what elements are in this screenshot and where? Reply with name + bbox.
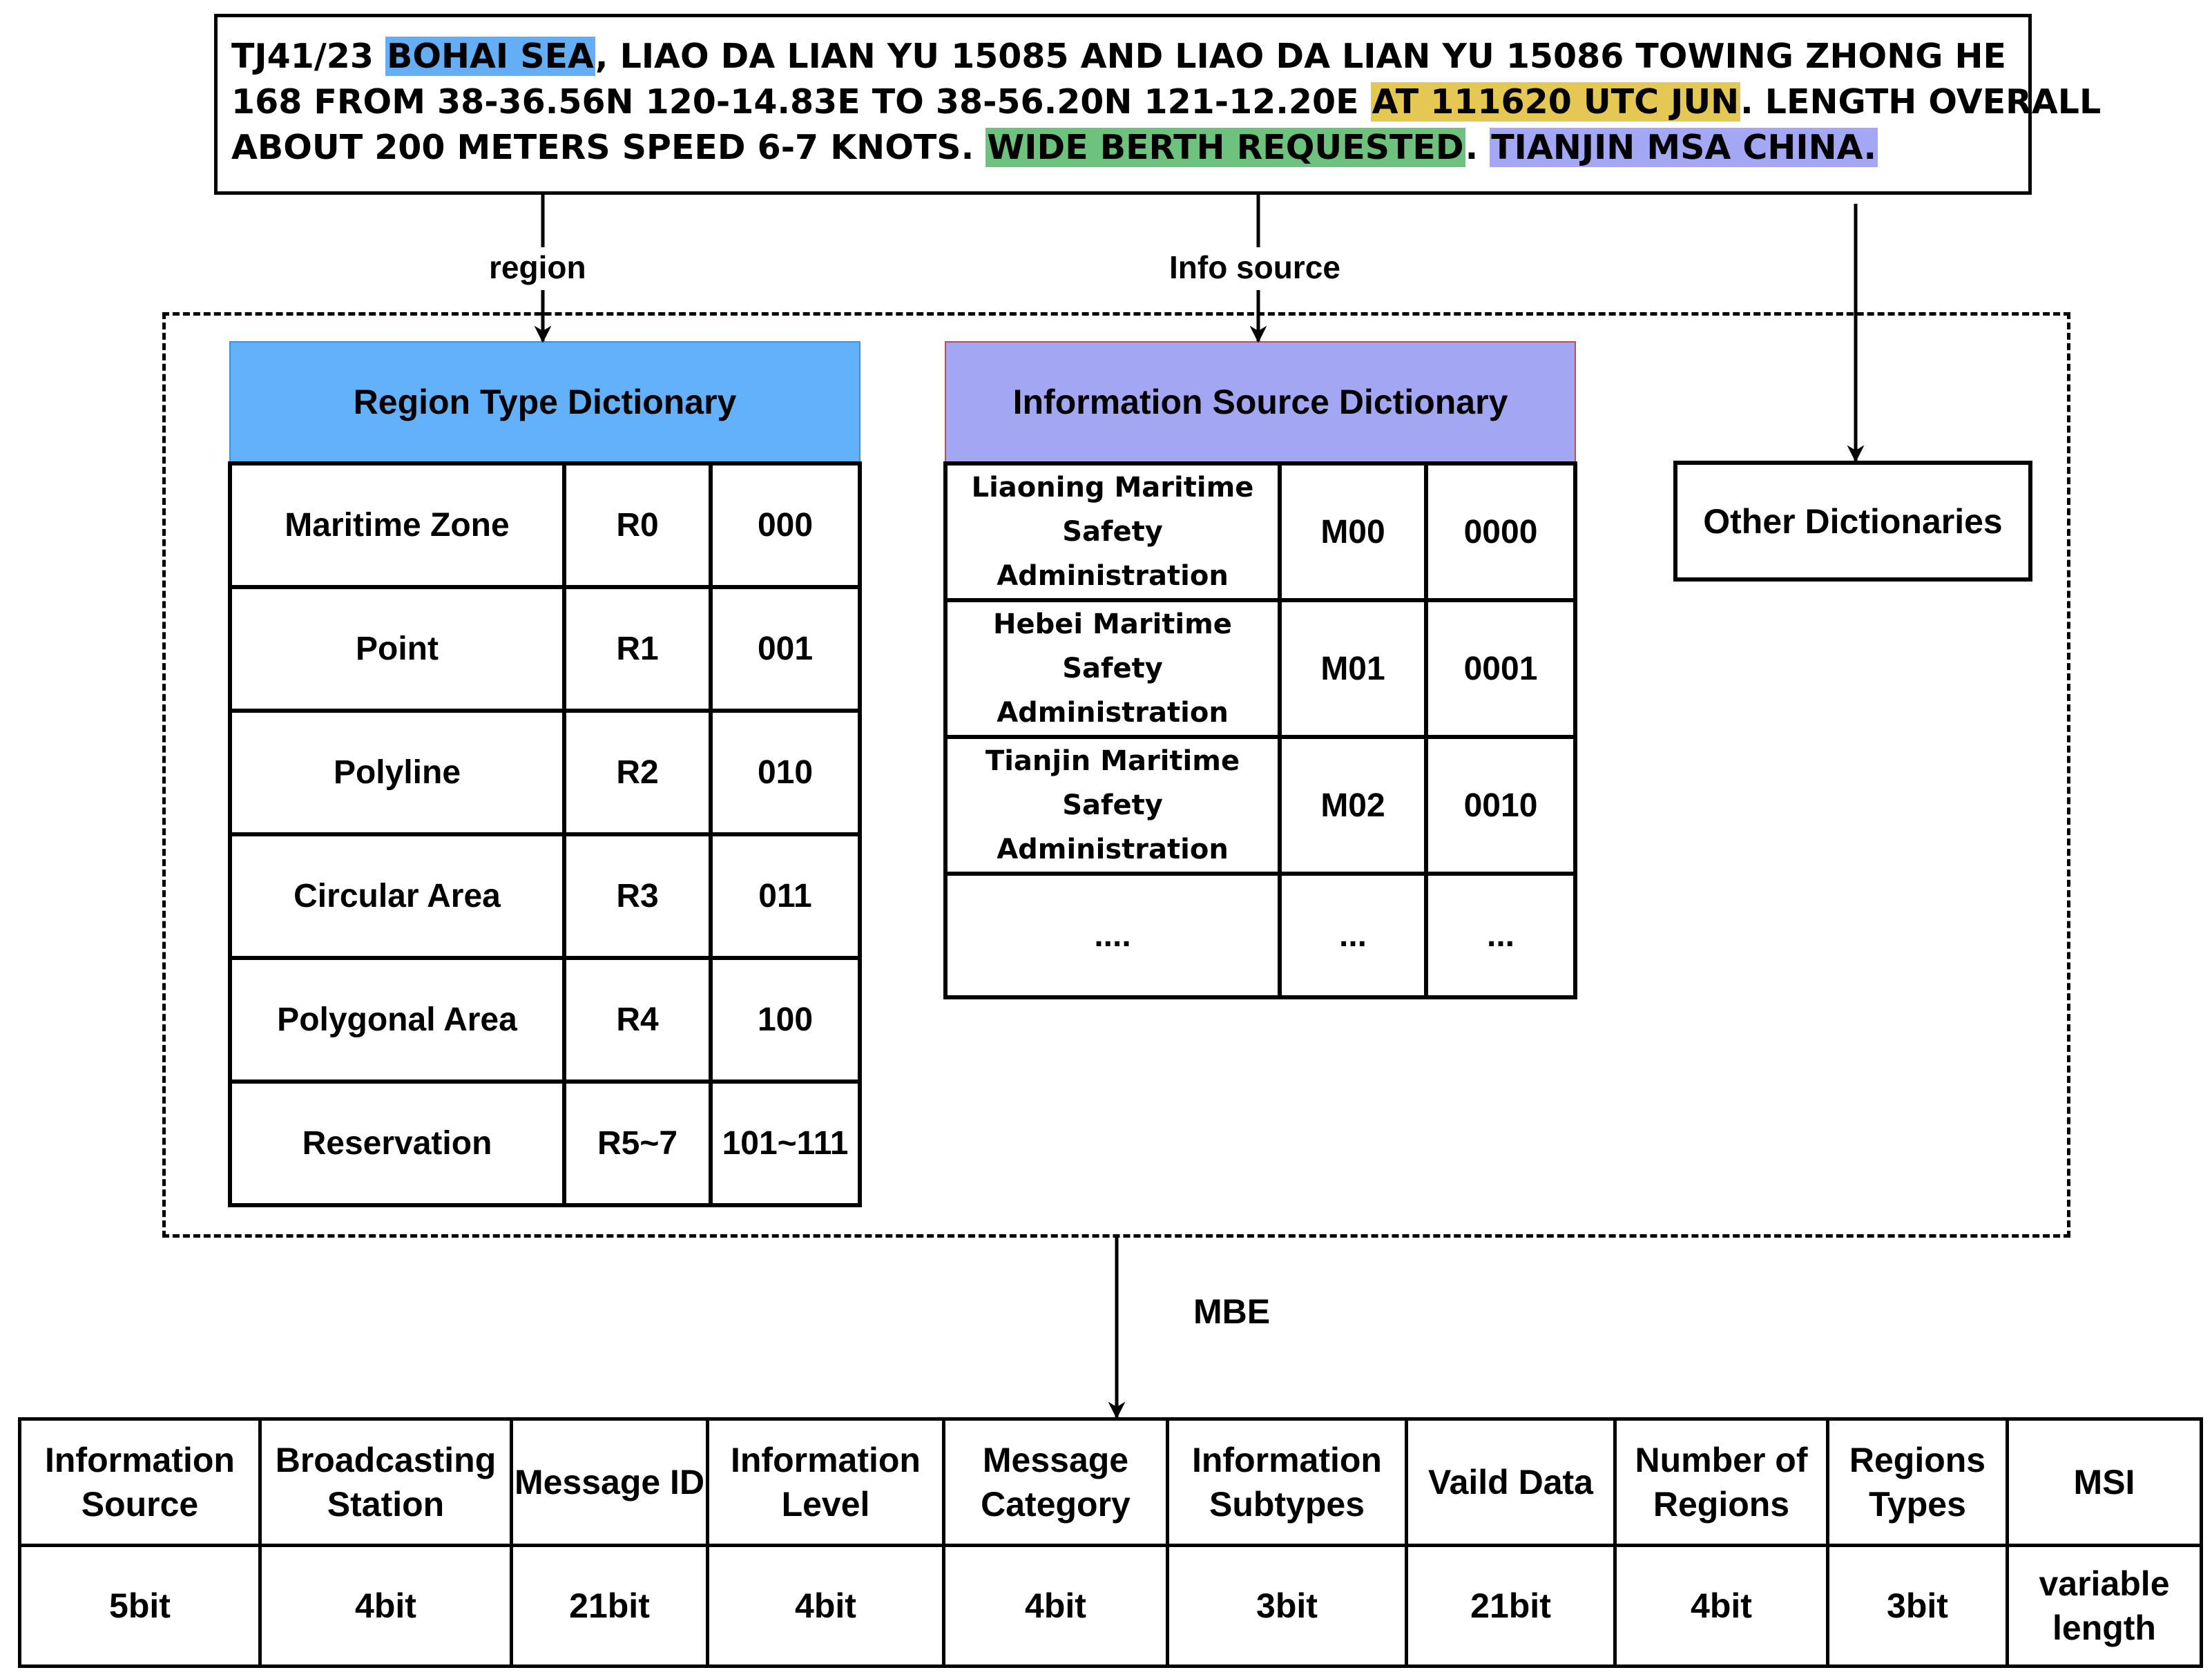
msg-seg: , LIAO DA LIAN YU 15085 AND LIAO DA LIAN… [595, 37, 2006, 76]
msg-seg: ABOUT 200 METERS SPEED 6-7 KNOTS. [231, 128, 986, 167]
mbe-field-header: Number of Regions [1613, 1417, 1829, 1547]
source-bits: 0001 [1424, 598, 1577, 739]
mbe-field-bits: 4bit [258, 1544, 513, 1668]
region-type-dictionary: Region Type Dictionary Maritime Zone R0 … [228, 341, 863, 1207]
msg-highlight-region: BOHAI SEA [385, 37, 595, 76]
region-code: R0 [562, 461, 713, 589]
mbe-field-header: Information Subtypes [1166, 1417, 1408, 1547]
source-name: .... [943, 872, 1282, 999]
mbe-label: MBE [1193, 1292, 1271, 1331]
mbe-field-header: Information Level [706, 1417, 945, 1547]
mbe-field-bits: 4bit [1613, 1544, 1829, 1668]
source-name: Tianjin Maritime Safety Administration [943, 735, 1282, 876]
table-row: Circular Area R3 011 [228, 832, 863, 960]
table-row: Maritime Zone R0 000 [228, 461, 863, 589]
table-row: Reservation R5~7 101~111 [228, 1080, 863, 1207]
mbe-field-header: Message ID [510, 1417, 709, 1547]
source-code: M00 [1278, 461, 1428, 602]
region-bits: 010 [708, 709, 863, 836]
region-name: Polygonal Area [228, 956, 566, 1084]
region-code: R5~7 [562, 1080, 713, 1207]
mbe-field-table: Information Source Broadcasting Station … [18, 1417, 2203, 1668]
mbe-field-header: Message Category [942, 1417, 1169, 1547]
mbe-field-bits: variable length [2006, 1544, 2203, 1668]
region-bits: 000 [708, 461, 863, 589]
source-bits: 0010 [1424, 735, 1577, 876]
table-row: Polyline R2 010 [228, 709, 863, 836]
region-bits: 101~111 [708, 1080, 863, 1207]
mbe-field-bits: 3bit [1826, 1544, 2009, 1668]
table-row: Hebei Maritime Safety Administration M01… [943, 598, 1577, 739]
source-bits: ... [1424, 872, 1577, 999]
msg-seg: . LENGTH OVERALL [1740, 82, 2102, 122]
table-row: Polygonal Area R4 100 [228, 956, 863, 1084]
region-name: Maritime Zone [228, 461, 566, 589]
msg-seg: 168 FROM 38-36.56N 120-14.83E TO 38-56.2… [231, 82, 1371, 122]
region-bits: 100 [708, 956, 863, 1084]
source-bits: 0000 [1424, 461, 1577, 602]
mbe-bits-row: 5bit 4bit 21bit 4bit 4bit 3bit 21bit 4bi… [18, 1544, 2203, 1668]
region-name: Polyline [228, 709, 566, 836]
msg-highlight-request: WIDE BERTH REQUESTED [985, 128, 1465, 167]
msg-seg: TJ41/23 [231, 37, 385, 76]
table-row: .... ... ... [943, 872, 1577, 999]
mbe-field-bits: 21bit [1405, 1544, 1617, 1668]
table-row: Point R1 001 [228, 585, 863, 713]
region-name: Reservation [228, 1080, 566, 1207]
mbe-field-bits: 3bit [1166, 1544, 1408, 1668]
msi-message-box: TJ41/23 BOHAI SEA, LIAO DA LIAN YU 15085… [214, 14, 2101, 195]
msg-highlight-source: TIANJIN MSA CHINA. [1490, 128, 1878, 167]
mbe-field-bits: 21bit [510, 1544, 709, 1668]
mbe-field-bits: 5bit [18, 1544, 262, 1668]
mbe-field-header: Regions Types [1826, 1417, 2009, 1547]
source-dict-title: Information Source Dictionary [945, 341, 1576, 464]
region-bits: 011 [708, 832, 863, 960]
mbe-field-bits: 4bit [706, 1544, 945, 1668]
source-code: M02 [1278, 735, 1428, 876]
msg-seg: . [1465, 128, 1490, 167]
mbe-field-bits: 4bit [942, 1544, 1169, 1668]
mbe-field-header: Vaild Data [1405, 1417, 1617, 1547]
other-dictionaries-box: Other Dictionaries [1673, 461, 2032, 582]
mbe-field-header: MSI [2006, 1417, 2203, 1547]
region-name: Circular Area [228, 832, 566, 960]
region-label: region [489, 249, 586, 285]
mbe-field-header: Information Source [18, 1417, 262, 1547]
mbe-header-row: Information Source Broadcasting Station … [18, 1417, 2203, 1547]
region-dict-title: Region Type Dictionary [229, 341, 861, 464]
table-row: Tianjin Maritime Safety Administration M… [943, 735, 1577, 876]
table-row: Liaoning Maritime Safety Administration … [943, 461, 1577, 602]
source-name: Hebei Maritime Safety Administration [943, 598, 1282, 739]
source-code: M01 [1278, 598, 1428, 739]
region-code: R2 [562, 709, 713, 836]
region-code: R4 [562, 956, 713, 1084]
mbe-field-header: Broadcasting Station [258, 1417, 513, 1547]
region-name: Point [228, 585, 566, 713]
source-name: Liaoning Maritime Safety Administration [943, 461, 1282, 602]
msg-highlight-time: AT 111620 UTC JUN [1370, 82, 1741, 122]
info-source-label: Info source [1169, 249, 1340, 285]
region-bits: 001 [708, 585, 863, 713]
region-code: R1 [562, 585, 713, 713]
dictionary-area [162, 312, 2070, 1238]
source-code: ... [1278, 872, 1428, 999]
region-code: R3 [562, 832, 713, 960]
information-source-dictionary: Information Source Dictionary Liaoning M… [943, 341, 1577, 999]
